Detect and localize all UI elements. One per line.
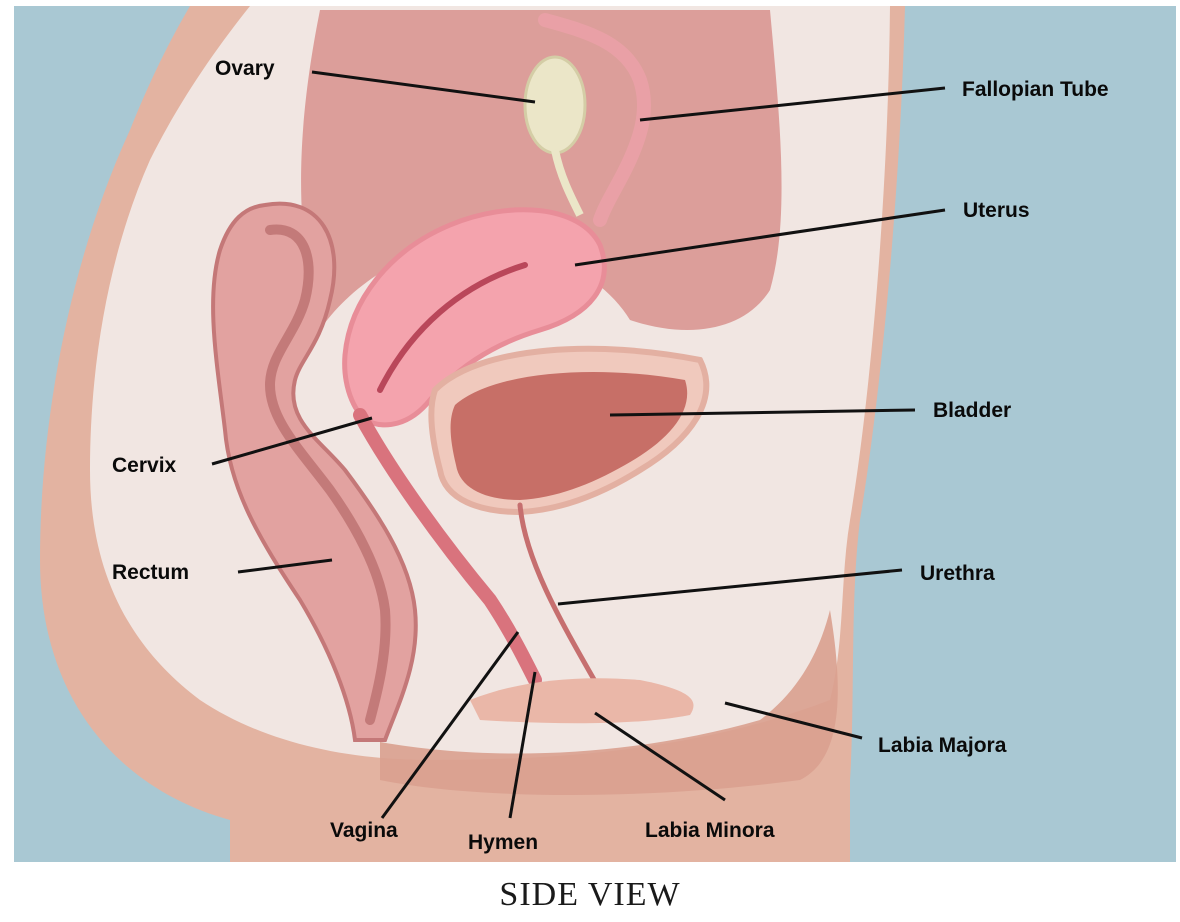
ovary [525, 57, 585, 153]
label-labia-minora: Labia Minora [645, 820, 775, 841]
label-uterus: Uterus [963, 200, 1030, 221]
label-hymen: Hymen [468, 832, 538, 853]
label-rectum: Rectum [112, 562, 189, 583]
label-ovary: Ovary [215, 58, 275, 79]
label-bladder: Bladder [933, 400, 1011, 421]
label-labia-majora: Labia Majora [878, 735, 1006, 756]
label-fallopian-tube: Fallopian Tube [962, 79, 1109, 100]
label-urethra: Urethra [920, 563, 995, 584]
label-vagina: Vagina [330, 820, 398, 841]
caption: SIDE VIEW [0, 876, 1180, 914]
label-cervix: Cervix [112, 455, 176, 476]
